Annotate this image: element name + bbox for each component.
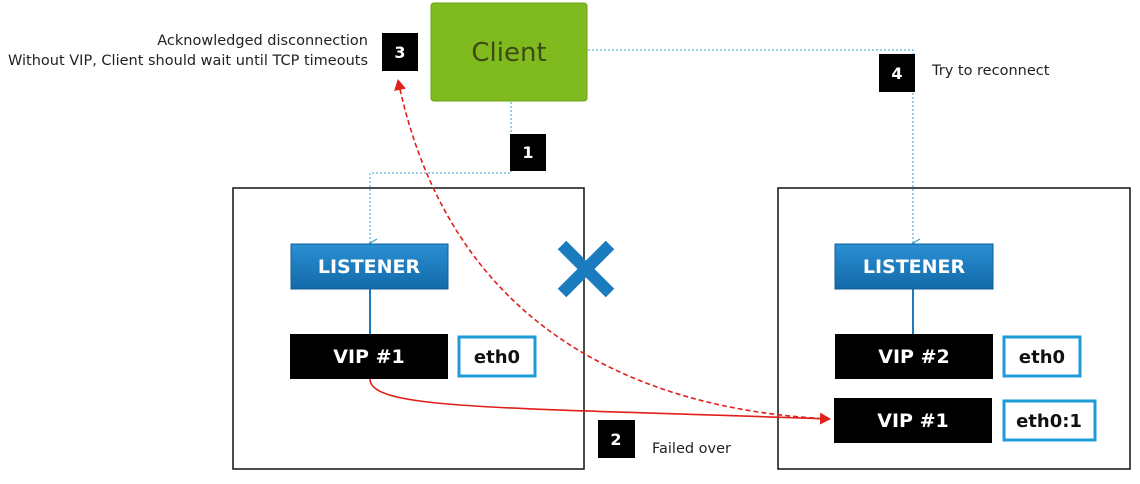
left-vip: VIP #1 [290, 334, 448, 379]
step-2-badge: 2 [598, 420, 635, 458]
right-nic-primary-label: eth0 [1019, 347, 1065, 368]
right-server-frame [777, 187, 1131, 470]
client-label: Client [471, 38, 546, 68]
right-nic-failover-label: eth0:1 [1016, 411, 1082, 432]
left-nic: eth0 [457, 335, 537, 378]
x-mark-icon [557, 240, 615, 298]
step-4-badge: 4 [879, 54, 915, 92]
step-4-number: 4 [891, 64, 902, 83]
disconnection-ack-arrow [394, 79, 831, 420]
right-vip-primary: VIP #2 [835, 334, 993, 379]
right-vip-failover: VIP #1 [834, 398, 992, 443]
left-server-frame [232, 187, 585, 470]
step-1-number: 1 [522, 143, 533, 162]
step-1-badge: 1 [510, 134, 546, 171]
right-listener: LISTENER [834, 243, 994, 290]
right-nic-primary: eth0 [1002, 335, 1082, 378]
step-2-caption: Failed over [652, 441, 731, 457]
failover-arrow [369, 378, 831, 425]
left-nic-label: eth0 [474, 347, 520, 368]
left-vip-label: VIP #1 [333, 346, 404, 368]
client-node: Client [430, 2, 588, 102]
right-vip-primary-label: VIP #2 [878, 346, 949, 368]
right-listener-label: LISTENER [863, 256, 966, 278]
step-2-number: 2 [610, 430, 621, 449]
step-3-number: 3 [394, 43, 405, 62]
client-to-left-listener-link [368, 102, 512, 248]
right-vip-failover-label: VIP #1 [877, 410, 948, 432]
left-listener-label: LISTENER [318, 256, 421, 278]
client-to-right-listener-link [588, 49, 921, 248]
step-3-badge: 3 [382, 33, 418, 71]
step-3-caption-line1: Acknowledged disconnection [157, 33, 368, 49]
right-nic-failover: eth0:1 [1002, 399, 1097, 442]
step-4-caption: Try to reconnect [931, 63, 1050, 79]
step-3-caption-line2: Without VIP, Client should wait until TC… [8, 53, 368, 69]
left-listener: LISTENER [290, 243, 449, 290]
